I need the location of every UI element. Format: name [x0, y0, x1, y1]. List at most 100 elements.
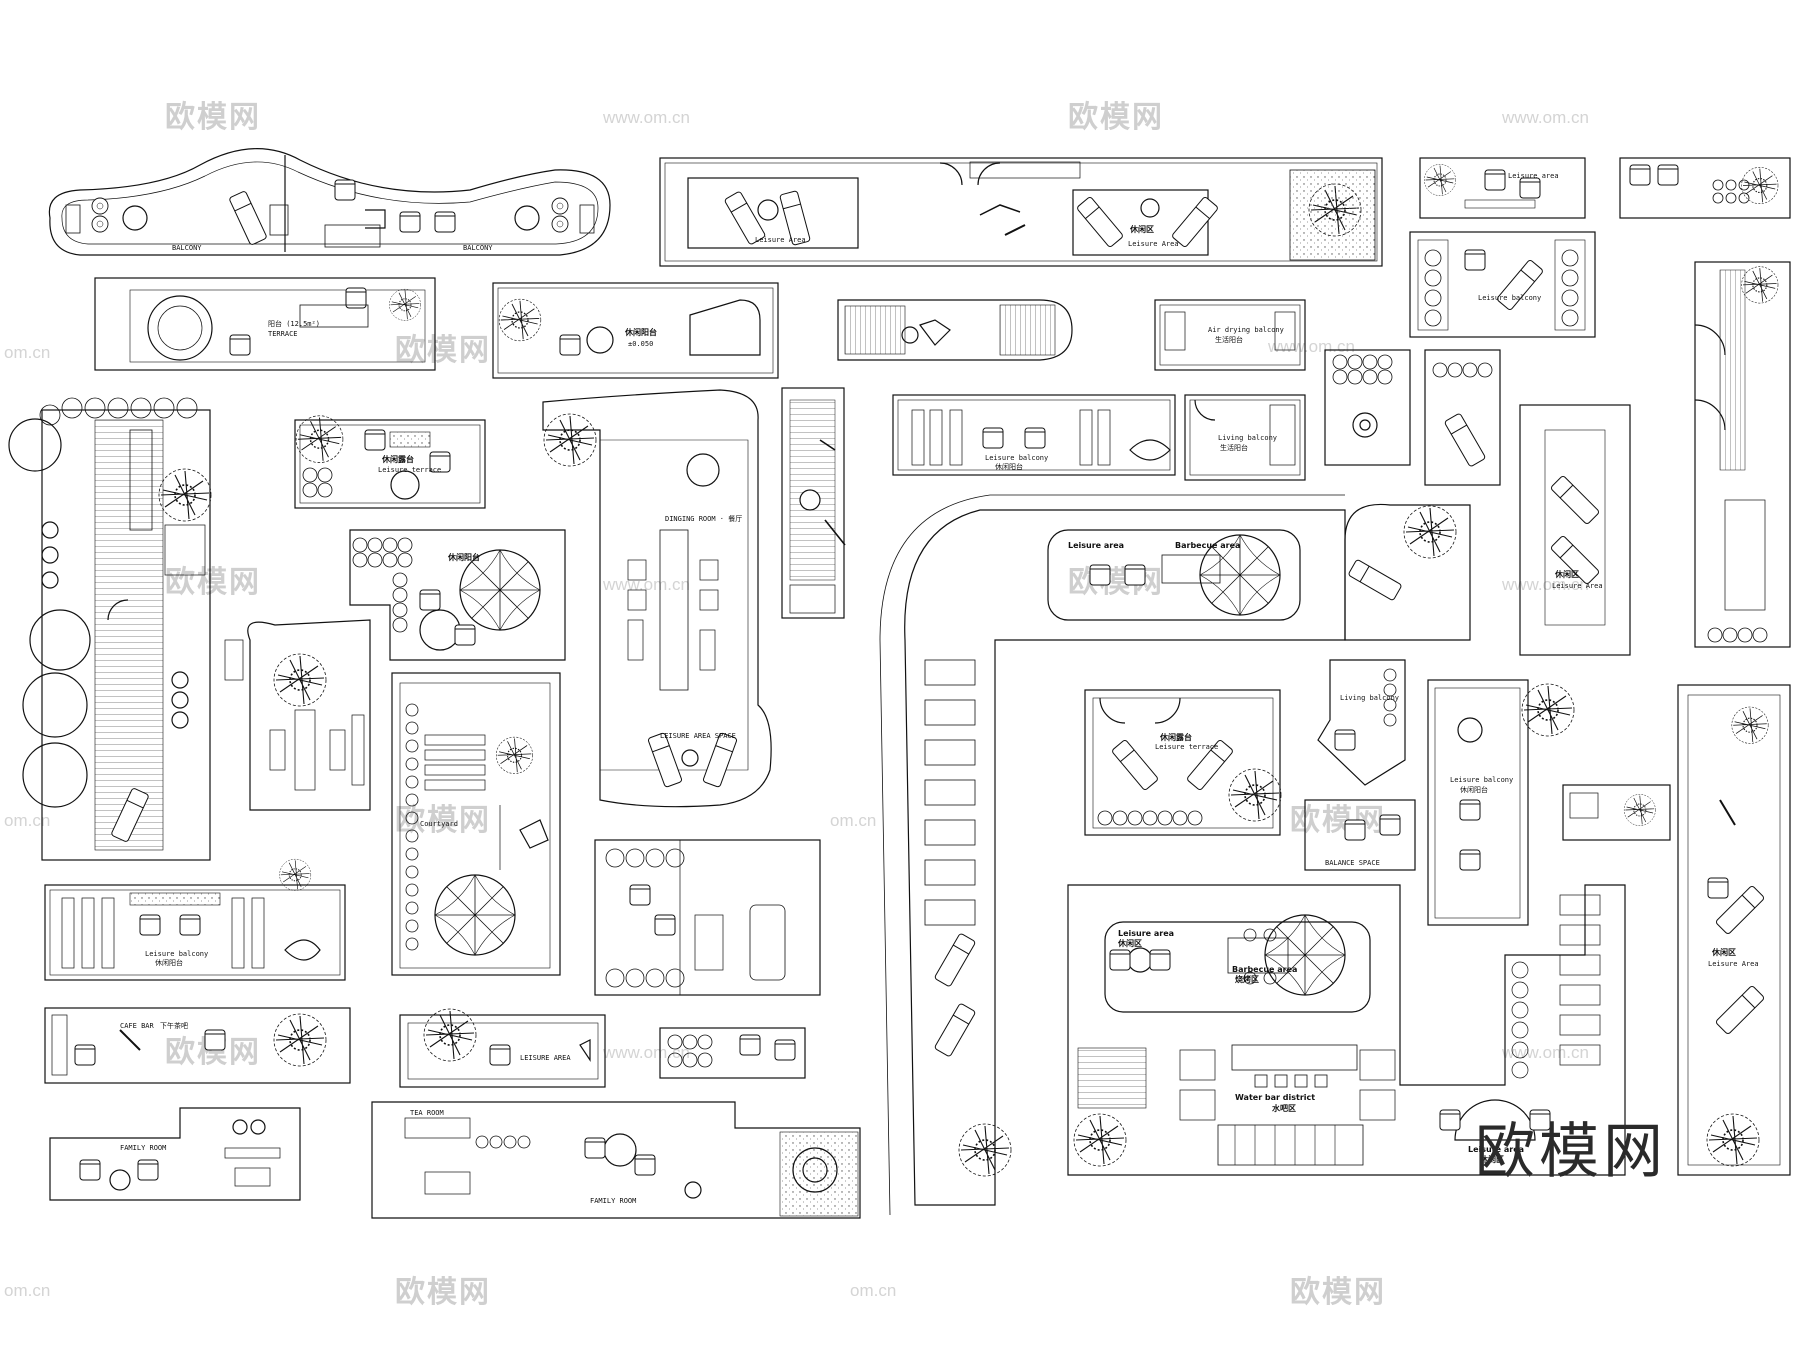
plan-tall-garden-deck: [8, 397, 212, 861]
label-terrace: TERRACE: [268, 330, 298, 338]
plan-small-chair-room: [1562, 784, 1671, 841]
watermark-url: www.om.cn: [602, 108, 690, 127]
label-balcony: BALCONY: [463, 244, 493, 252]
label-leisure-balcony: Leisure balcony: [145, 950, 208, 958]
plan-leisure-balcony-tree: Leisure balcony 休闲阳台: [1427, 679, 1575, 926]
watermark-brand: 欧模网: [395, 333, 491, 368]
watermark-url: www.om.cn: [1267, 337, 1355, 356]
watermark-url: om.cn: [850, 1281, 896, 1300]
label-leisure-balcony: Leisure balcony: [1450, 776, 1513, 784]
label-leisure-area-cn: 休闲区: [1711, 947, 1736, 957]
label-leisure-balcony-cn: 休闲阳台: [155, 958, 183, 967]
plan-living-balcony-diag: Living balcony: [1317, 659, 1406, 786]
label-barbecue-cn: 烧烤区: [1235, 974, 1259, 984]
label-leisure-terrace: Leisure terrace: [378, 466, 441, 474]
plan-terrace: 阳台 (12.5m²) TERRACE: [94, 277, 436, 371]
label-cafe-bar: CAFE BAR: [120, 1022, 155, 1030]
plan-wavy-balcony: BALCONY BALCONY: [48, 148, 611, 256]
plan-bench-balcony: [659, 1027, 806, 1079]
label-tea-room: TEA ROOM: [410, 1109, 444, 1117]
watermark-layer: 欧模网 欧模网 www.om.cn www.om.cn 欧模网 www.om.c…: [4, 100, 1589, 1310]
plan-living-balcony: Living balcony 生活阳台: [1184, 394, 1306, 481]
label-leisure-balcony-cn: 休闲阳台: [995, 462, 1023, 471]
label-air-drying-cn: 生活阳台: [1215, 335, 1243, 344]
label-leisure-balcony-cn: 休闲阳台: [1460, 785, 1488, 794]
plan-balance-space: BALANCE SPACE: [1304, 799, 1416, 871]
label-leisure-balcony: Leisure balcony: [1478, 294, 1541, 302]
plan-leisure-terrace: 休闲露台 Leisure terrace: [294, 415, 486, 509]
watermark-url: om.cn: [830, 811, 876, 830]
plan-garden-corner: [1619, 157, 1791, 219]
plan-leisure-area-small: Leisure area: [1419, 157, 1586, 219]
watermark-brand: 欧模网: [1068, 565, 1164, 600]
plan-courtyard: Courtyard: [391, 672, 561, 976]
plan-leisure-area-long: Leisure Area 休闲区 Leisure Area: [659, 157, 1383, 267]
plan-leisure-balcony-piano: 休闲阳台 ±0.050: [492, 282, 779, 379]
label-leisure-area-cn: 休闲区: [1117, 938, 1142, 948]
watermark-url: www.om.cn: [1501, 1043, 1589, 1062]
plan-leisure-area-strip: LEISURE AREA: [399, 1008, 606, 1088]
watermark-url: om.cn: [4, 1281, 50, 1300]
brand-logo: 欧模网: [1475, 1117, 1667, 1187]
watermark-url: www.om.cn: [602, 575, 690, 594]
watermark-brand: 欧模网: [165, 565, 261, 600]
plan-leisure-balcony-stools: Leisure balcony: [1409, 231, 1596, 338]
label-leisure-area-space: LEISURE AREA SPACE: [660, 732, 736, 740]
plan-dining-room: DINGING ROOM · 餐厅 LEISURE AREA SPACE: [542, 389, 772, 808]
label-leisure-area-caps: LEISURE AREA: [520, 1054, 571, 1062]
label-water-bar-cn: 水吧区: [1271, 1103, 1296, 1113]
label-leisure-balcony-cn: 休闲阳台: [624, 327, 657, 337]
label-leisure-area-cn: 休闲区: [1129, 224, 1154, 234]
plan-family-room-long: TEA ROOM FAMILY ROOM: [371, 1101, 861, 1219]
plan-umbrella-lounge: 休闲阳台: [349, 529, 566, 661]
label-balcony: BALCONY: [172, 244, 202, 252]
watermark-url: om.cn: [4, 811, 50, 830]
watermark-brand: 欧模网: [395, 803, 491, 838]
label-leisure-terrace: Leisure terrace: [1155, 743, 1218, 751]
label-level: ±0.050: [628, 340, 653, 348]
label-leisure-balcony: Leisure balcony: [985, 454, 1048, 462]
label-courtyard: Courtyard: [420, 820, 458, 828]
plan-cafe-bar: CAFE BAR 下午茶吧: [44, 1007, 351, 1084]
plan-narrow-deck: [781, 387, 846, 619]
watermark-brand: 欧模网: [1290, 1275, 1386, 1310]
label-leisure-area: Leisure Area: [1708, 960, 1759, 968]
watermark-url: www.om.cn: [1501, 108, 1589, 127]
label-leisure-terrace-cn: 休闲露台: [381, 454, 414, 464]
plan-far-right-deck: [1694, 261, 1791, 648]
watermark-url: www.om.cn: [602, 1043, 690, 1062]
label-balance-space: BALANCE SPACE: [1325, 859, 1380, 867]
watermark-brand: 欧模网: [1290, 803, 1386, 838]
plan-deck-bench: [837, 299, 1073, 361]
label-water-bar: Water bar district: [1235, 1093, 1315, 1102]
label-leisure-area: Leisure area: [1118, 929, 1174, 938]
label-dining-room: DINGING ROOM · 餐厅: [665, 514, 742, 523]
watermark-brand: 欧模网: [165, 100, 261, 135]
watermark-url: om.cn: [4, 343, 50, 362]
label-terrace-cn: 阳台 (12.5m²): [268, 319, 320, 328]
label-air-drying: Air drying balcony: [1208, 326, 1284, 334]
plan-leisure-balcony-wide: Leisure balcony 休闲阳台: [892, 394, 1176, 476]
watermark-brand: 欧模网: [395, 1275, 491, 1310]
plan-air-drying-balcony: Air drying balcony 生活阳台: [1154, 299, 1306, 371]
label-leisure-area: Leisure area: [1508, 172, 1559, 180]
plan-tree-corridor: [224, 619, 371, 811]
label-leisure-area-cn: 休闲区: [1554, 569, 1579, 579]
label-leisure-area: Leisure area: [1468, 1145, 1524, 1154]
label-leisure-area-cn: 休闲区: [1479, 1154, 1504, 1164]
watermark-brand: 欧模网: [1068, 100, 1164, 135]
label-barbecue-area: Barbecue area: [1232, 965, 1297, 974]
plan-tall-leisure-area: 休闲区 Leisure Area: [1519, 404, 1631, 656]
label-family-room: FAMILY ROOM: [590, 1197, 636, 1205]
label-leisure-terrace-cn: 休闲露台: [1159, 732, 1192, 742]
plan-leisure-balcony-low: Leisure balcony 休闲阳台: [44, 858, 346, 981]
label-barbecue-area: Barbecue area: [1175, 541, 1240, 550]
label-living-balcony-v: Living balcony: [1340, 694, 1399, 702]
label-tea-cn: 下午茶吧: [160, 1021, 188, 1030]
label-leisure-area: Leisure area: [1068, 541, 1124, 550]
plan-barbecue-terrace: Leisure area Barbecue area: [1047, 503, 1471, 641]
plan-leisure-terrace-mid: 休闲露台 Leisure terrace: [1084, 689, 1282, 836]
label-leisure-balcony-cn: 休闲阳台: [447, 552, 480, 562]
plan-family-room-left: FAMILY ROOM: [49, 1107, 301, 1201]
